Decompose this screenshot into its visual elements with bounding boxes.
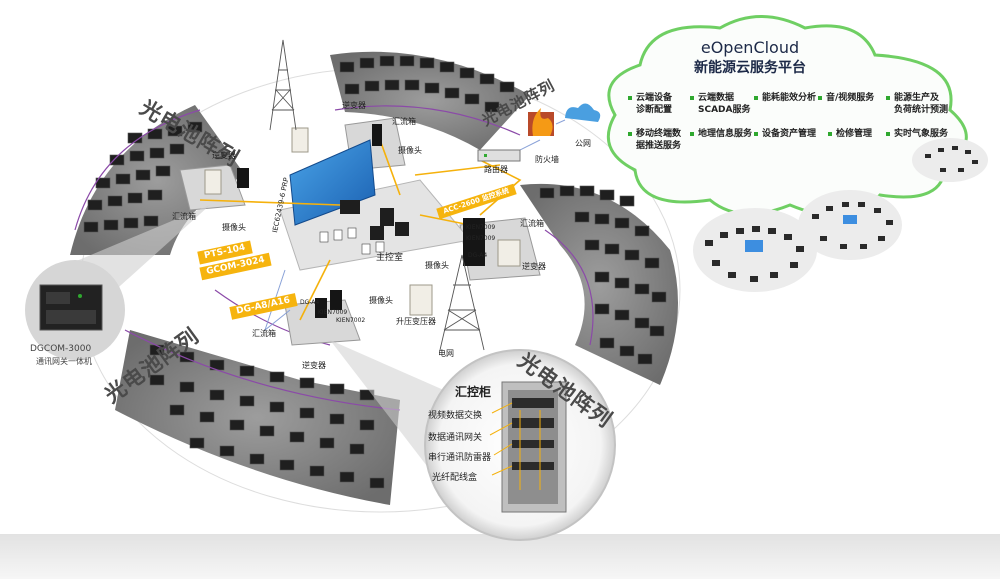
service-energy-analysis: 能耗能效分析: [754, 92, 816, 104]
service-maintenance: 检修管理: [828, 128, 872, 140]
router-icon: [477, 149, 521, 162]
label-device-bottom-2: KIEN7009: [318, 309, 348, 316]
label-grid: 电网: [438, 349, 454, 358]
tower-top: [269, 39, 297, 131]
label-camera-right: 摄像头: [425, 261, 449, 270]
label-device-bottom-1: DG-A4: [300, 299, 320, 306]
service-gis: 地理信息服务: [690, 128, 752, 140]
service-cloud-scada: 云端数据 SCADA服务: [690, 92, 751, 116]
label-inverter-bottom: 逆变器: [302, 361, 326, 370]
array-top-left-fan: [70, 105, 245, 255]
array-bottom-left-fan: [115, 330, 400, 505]
label-inverter-top: 逆变器: [342, 101, 366, 110]
label-device-right-1: KIEN7009: [466, 224, 496, 231]
cabinet-item-video-switch: 视频数据交换: [428, 411, 483, 421]
label-camera-top: 摄像头: [398, 146, 422, 155]
service-asset-management: 设备资产管理: [754, 128, 816, 140]
cabinet-item-fiber-box: 光纤配线盒: [432, 473, 478, 483]
label-device-bottom-3: KIEN7002: [336, 317, 366, 324]
public-net-cloud-icon: [565, 103, 601, 122]
cloud-bubble: [606, 15, 968, 217]
label-control-room: 主控室: [376, 253, 404, 263]
label-inverter-right: 逆变器: [522, 262, 546, 271]
control-cabinet: [501, 381, 567, 513]
service-weather: 实时气象服务: [886, 128, 948, 140]
label-combiner-bottom: 汇流箱: [252, 329, 276, 338]
service-cloud-device-config: 云端设备 诊断配置: [628, 92, 672, 116]
label-gateway-desc: 通讯网关一体机: [36, 357, 92, 366]
service-audio-video: 音/视频服务: [818, 92, 874, 104]
cabinet-item-surge-protector: 串行通讯防雷器: [428, 453, 492, 463]
label-combiner-right: 汇流箱: [520, 219, 544, 228]
label-combiner-left: 汇流箱: [172, 212, 196, 221]
floor-shadow: [0, 534, 1000, 579]
firewall-icon: [528, 108, 554, 136]
cabinet-item-data-gateway: 数据通讯网关: [428, 433, 483, 443]
tower-bottom: [439, 254, 485, 351]
label-camera-left: 摄像头: [222, 223, 246, 232]
label-combiner-top: 汇流箱: [392, 117, 416, 126]
label-device-right-3: DG-A4: [468, 252, 488, 259]
service-mobile-push: 移动终端数 据推送服务: [628, 128, 681, 152]
satellite-plants: [693, 138, 988, 292]
cloud-subtitle: 新能源云服务平台: [694, 60, 806, 76]
label-transformer: 升压变压器: [396, 317, 436, 326]
label-firewall: 防火墙: [535, 155, 559, 164]
label-camera-bottom: 摄像头: [369, 296, 393, 305]
label-inverter-left: 逆变器: [212, 151, 236, 160]
label-router: 路由器: [484, 165, 508, 174]
service-load-forecast: 能源生产及 负荷统计预测: [886, 92, 948, 116]
gateway-device: [39, 284, 103, 331]
label-public-net: 公网: [575, 139, 591, 148]
cloud-title: eOpenCloud: [700, 38, 800, 57]
label-gateway-name: DGCOM-3000: [30, 344, 92, 354]
label-device-right-2: KIEN7009: [466, 235, 496, 242]
cabinet-title: 汇控柜: [455, 385, 492, 399]
